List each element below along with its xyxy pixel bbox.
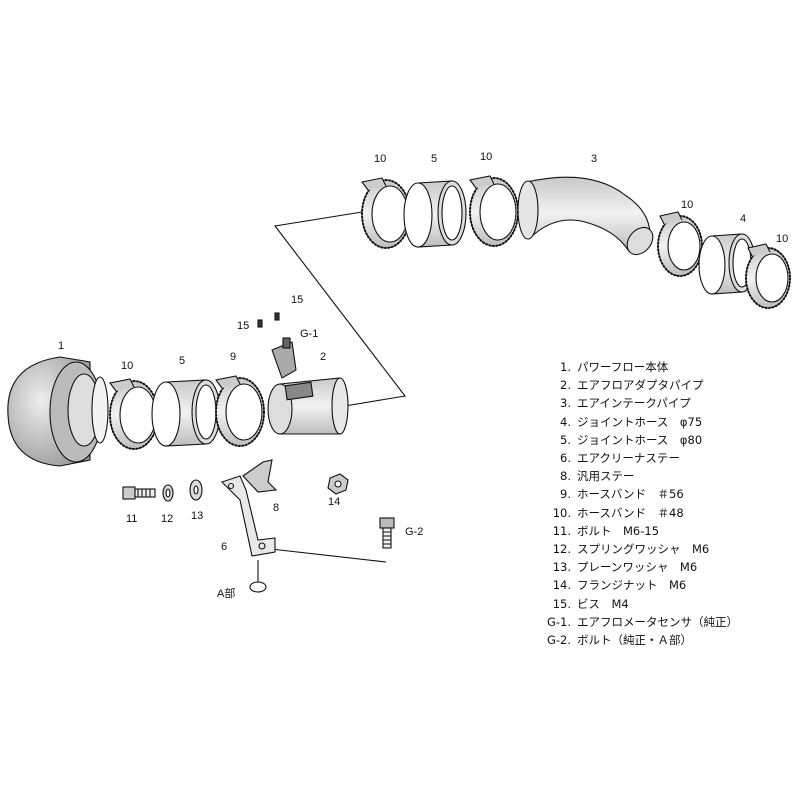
legend-item: 14. フランジナット M6 <box>536 576 738 594</box>
bolt-11 <box>122 486 156 500</box>
legend-text: ホースバンド ＃56 <box>577 487 684 502</box>
callout-15: 15 <box>291 294 304 306</box>
legend-item: 11. ボルト M6-15 <box>536 522 738 540</box>
airflow-sensor-g1 <box>271 337 297 379</box>
legend-text: ジョイントホース φ75 <box>577 414 703 429</box>
part-a-washer <box>249 581 267 593</box>
callout-g2: G-2 <box>405 526 424 538</box>
callout-5: 5 <box>179 355 186 367</box>
callout-13: 13 <box>191 510 204 522</box>
hose-clamp-right-b <box>745 243 791 309</box>
hose-clamp-bottom-10 <box>109 378 159 450</box>
adapter-pipe-2 <box>267 377 349 435</box>
legend-item: 12. スプリングワッシャ M6 <box>536 540 738 558</box>
callout-10: 10 <box>480 151 493 163</box>
legend-item: 2. エアフロアダプタパイプ <box>536 376 738 394</box>
legend-number: 13. <box>552 560 571 575</box>
callout-a: A部 <box>217 588 236 600</box>
legend-number: 1. <box>560 360 571 374</box>
legend-number: G-1. <box>546 614 571 629</box>
legend-number: 11. <box>552 523 571 538</box>
legend-number: 3. <box>560 396 571 411</box>
legend-item: 8. 汎用ステー <box>536 467 738 485</box>
callout-10: 10 <box>121 360 134 372</box>
hose-clamp-top-a <box>361 177 411 249</box>
legend-number: 9. <box>560 487 571 502</box>
legend-item: 5. ジョイントホース φ80 <box>536 431 738 449</box>
legend-number: G-2. <box>546 633 571 648</box>
legend-item: 15. ビス M4 <box>536 595 738 613</box>
legend-text: ボルト M6-15 <box>577 523 660 538</box>
legend-text: エアインテークパイプ <box>577 396 691 411</box>
callout-8: 8 <box>273 502 280 514</box>
legend-text: エアクリーナステー <box>577 451 680 466</box>
stay-6 <box>220 475 276 557</box>
legend-item: 6. エアクリーナステー <box>536 449 738 467</box>
flange-nut-14 <box>327 473 349 495</box>
callout-2: 2 <box>320 351 327 363</box>
legend-text: エアフロメータセンサ（純正） <box>577 614 738 629</box>
joint-hose-bottom-5 <box>151 379 221 447</box>
callout-3: 3 <box>591 153 598 165</box>
legend-number: 6. <box>560 451 571 466</box>
legend-item: 9. ホースバンド ＃56 <box>536 485 738 503</box>
legend-text: 汎用ステー <box>577 469 635 484</box>
plain-washer-13 <box>189 479 203 501</box>
legend-text: スプリングワッシャ M6 <box>577 542 710 557</box>
callout-10: 10 <box>681 199 694 211</box>
power-flow-body-1 <box>7 356 109 467</box>
stay-8 <box>242 459 278 493</box>
legend-number: 14. <box>552 578 571 593</box>
callout-9: 9 <box>230 351 237 363</box>
legend-text: ボルト（純正・Ａ部） <box>577 633 692 648</box>
callout-10: 10 <box>374 153 387 165</box>
bolt-g2 <box>379 517 395 549</box>
screws-15 <box>257 312 280 328</box>
spring-washer-12 <box>162 484 174 502</box>
callout-6: 6 <box>221 541 228 553</box>
legend-item: G-1. エアフロメータセンサ（純正） <box>536 613 738 631</box>
hose-clamp-9 <box>215 375 265 447</box>
legend-item: 1. パワーフロー本体 <box>536 358 738 376</box>
parts-legend: 1. パワーフロー本体 2. エアフロアダプタパイプ 3. エアインテークパイプ 4. ジョイ… <box>536 358 738 649</box>
legend-number: 15. <box>552 596 571 611</box>
callout-5: 5 <box>431 153 438 165</box>
legend-text: パワーフロー本体 <box>577 360 669 374</box>
callout-15: 15 <box>237 320 250 332</box>
joint-hose-top-5 <box>403 180 467 248</box>
callout-12: 12 <box>161 513 174 525</box>
legend-number: 2. <box>560 378 571 393</box>
legend-text: フランジナット M6 <box>577 578 687 593</box>
legend-item: 4. ジョイントホース φ75 <box>536 413 738 431</box>
legend-text: エアフロアダプタパイプ <box>577 378 704 393</box>
callout-4: 4 <box>740 213 747 225</box>
legend-item: G-2. ボルト（純正・Ａ部） <box>536 631 738 649</box>
intake-pipe-3 <box>517 176 654 256</box>
legend-number: 10. <box>552 505 571 520</box>
legend-text: ジョイントホース φ80 <box>577 432 703 447</box>
callout-11: 11 <box>126 513 138 525</box>
callout-14: 14 <box>328 496 341 508</box>
legend-text: ホースバンド ＃48 <box>577 505 684 520</box>
legend-item: 10. ホースバンド ＃48 <box>536 504 738 522</box>
legend-item: 13. プレーンワッシャ M6 <box>536 558 738 576</box>
legend-number: 12. <box>552 542 571 557</box>
legend-text: プレーンワッシャ M6 <box>577 560 698 575</box>
legend-number: 5. <box>560 432 571 447</box>
legend-number: 8. <box>560 469 571 484</box>
legend-text: ビス M4 <box>577 596 629 611</box>
hose-clamp-right-a <box>657 211 703 277</box>
hose-clamp-top-b <box>469 175 519 247</box>
callout-1: 1 <box>58 340 65 352</box>
callout-10: 10 <box>776 233 789 245</box>
callout-g1: G-1 <box>300 328 319 340</box>
assembly-lines <box>257 211 406 582</box>
legend-item: 3. エアインテークパイプ <box>536 394 738 412</box>
legend-number: 4. <box>560 414 571 429</box>
